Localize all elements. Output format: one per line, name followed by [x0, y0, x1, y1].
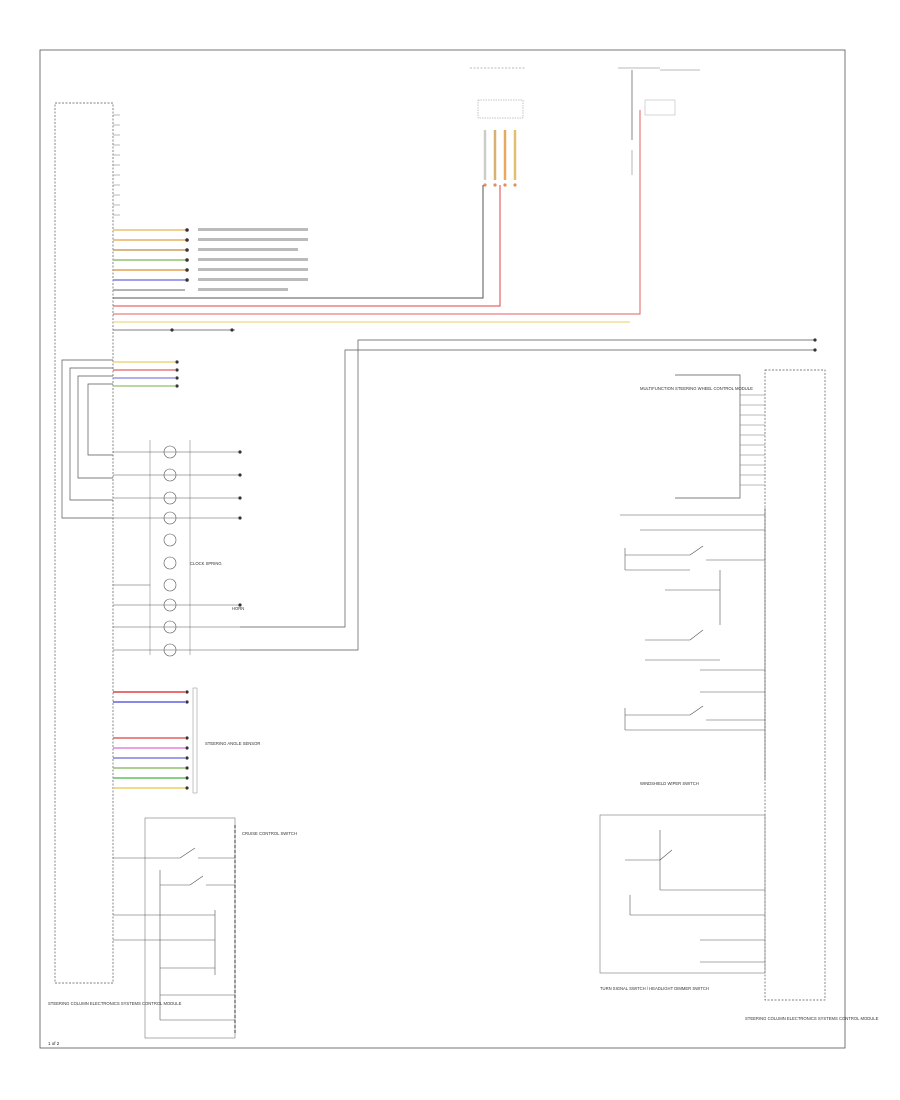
upper-stub-connectors	[185, 228, 189, 282]
clock-spring-connectors	[175, 360, 179, 388]
clock-spring-label: CLOCK SPRING	[190, 561, 222, 566]
steering-angle-label: STEERING ANGLE SENSOR	[205, 741, 260, 746]
multifunction-label: MULTIFUNCTION STEERING WHEEL CONTROL MOD…	[640, 386, 753, 391]
wiper-switch-label: WINDSHIELD WIPER SWITCH	[640, 781, 699, 786]
cruise-switch-label: CRUISE CONTROL SWITCH	[242, 831, 297, 836]
right-module-label: STEERING COLUMN ELECTRONICS SYSTEMS CONT…	[745, 1016, 879, 1021]
top-center-connector	[470, 67, 525, 187]
turn-signal-switch-block	[599, 814, 766, 974]
clock-spring-wires	[113, 361, 175, 387]
wiper-switch-block	[620, 508, 766, 780]
turn-signal-label: TURN SIGNAL SWITCH / HEADLIGHT DIMMER SW…	[600, 986, 709, 991]
left-module-box	[54, 102, 114, 984]
diagram-border	[39, 49, 846, 1049]
lower-connector-box	[192, 687, 198, 794]
horn-label: HORN	[232, 606, 244, 611]
left-module-pins	[113, 114, 120, 216]
clock-spring-block	[113, 440, 242, 657]
cruise-switch-block	[113, 817, 236, 1039]
upper-wire-stubs	[113, 229, 185, 291]
right-wire-terminals	[813, 338, 817, 352]
upper-stub-destinations	[198, 228, 308, 291]
long-signal-wires	[113, 110, 641, 323]
page-number: 1 of 2	[48, 1041, 60, 1046]
right-module-box	[764, 369, 826, 1001]
clock-spring-to-right	[240, 339, 815, 651]
left-module-label: STEERING COLUMN ELECTRONICS SYSTEMS CONT…	[48, 1001, 182, 1006]
clock-spring-feedback	[61, 359, 113, 519]
lower-wire-stubs	[113, 691, 185, 789]
top-right-fuse	[618, 67, 700, 175]
lower-stub-connectors	[185, 690, 189, 790]
multifunction-module	[675, 374, 765, 499]
